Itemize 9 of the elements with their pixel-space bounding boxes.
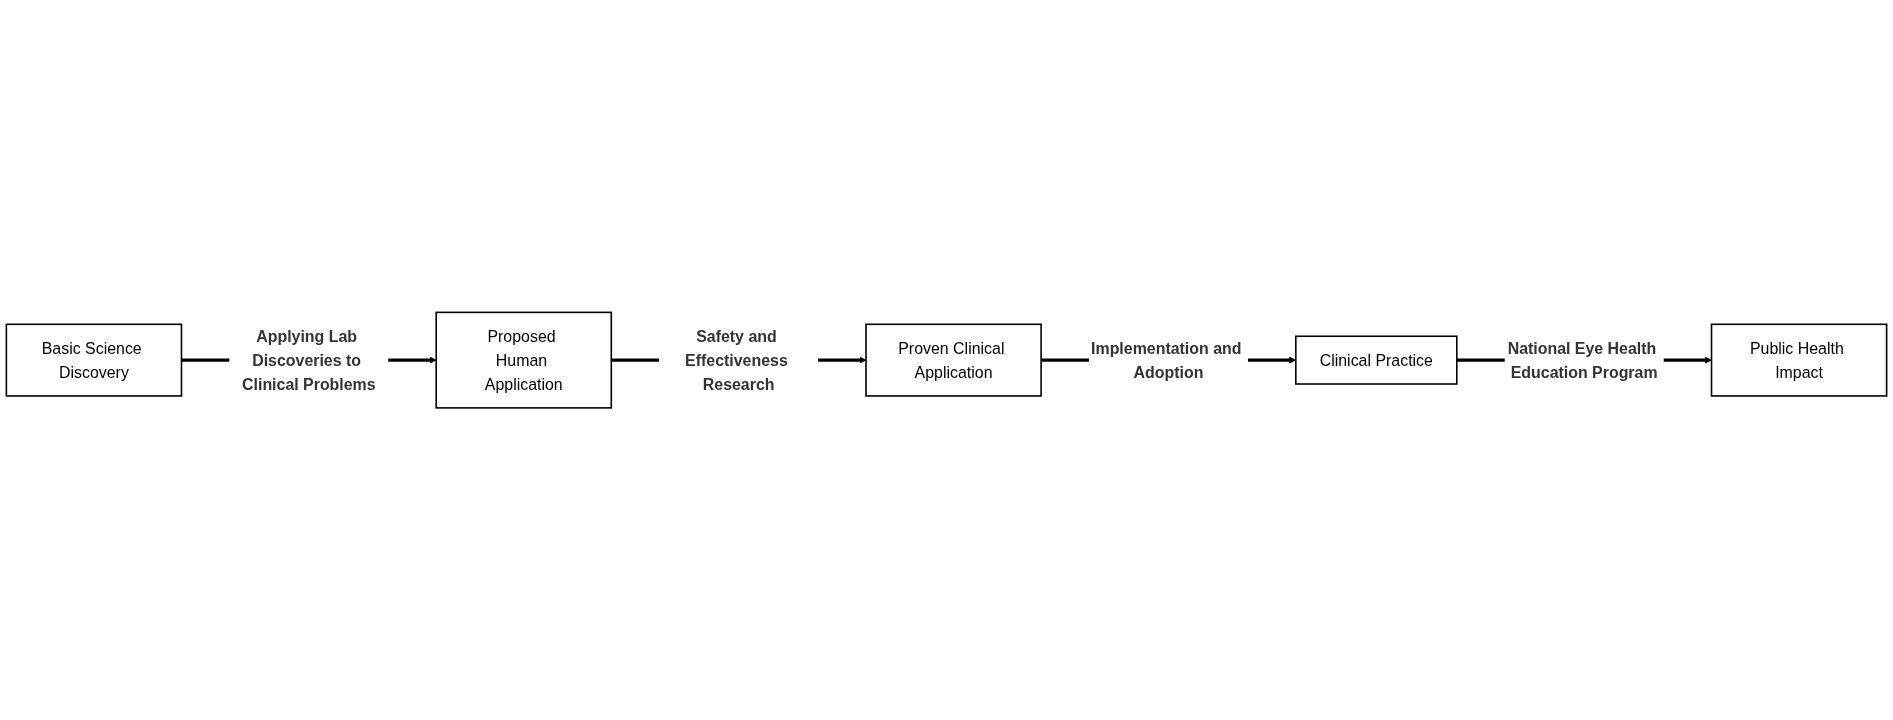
- node-box: Public Health Impact: [1710, 323, 1888, 397]
- node-box: Proven Clinical Application: [865, 323, 1042, 397]
- edge-label: Applying Lab Discoveries to Clinical Problems: [242, 327, 376, 393]
- edge-label: Safety and Effectiveness Research: [685, 327, 788, 393]
- edge-label: Implementation and Adoption: [1091, 339, 1242, 381]
- node-box: Proposed Human Application: [435, 311, 613, 409]
- node-box: Clinical Practice: [1295, 335, 1458, 385]
- edge-label: National Eye Health Education Program: [1507, 339, 1658, 381]
- node-box: Basic Science Discovery: [5, 323, 183, 397]
